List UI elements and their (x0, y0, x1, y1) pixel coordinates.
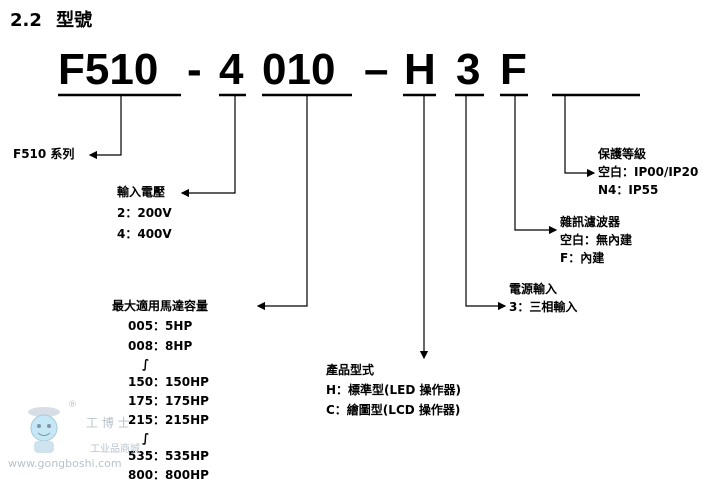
section-heading: 2.2 型號 (10, 6, 92, 32)
filter-item: F：內建 (560, 251, 605, 265)
protection-title: 保護等級 (598, 147, 647, 161)
voltage-item: 4：400V (117, 227, 172, 241)
motor-item: 005：5HP (128, 319, 193, 333)
power-title: 電源輸入 (509, 282, 558, 296)
section-title: 型號 (56, 10, 93, 31)
motor-ellipsis: ∫ (142, 431, 150, 445)
filter-title: 雜訊濾波器 (560, 215, 621, 229)
model-seg-power: 3 (456, 45, 481, 94)
annotation-filter: 雜訊濾波器 空白：無內建 F：內建 (560, 214, 632, 267)
motor-item: 535：535HP (128, 449, 209, 463)
watermark-url: www.gongboshi.com (8, 457, 122, 470)
motor-item: 150：150HP (128, 375, 209, 389)
annotation-motor: 最大適用馬達容量 005：5HP 008：8HP ∫ 150：150HP 175… (112, 298, 209, 484)
model-seg-series: F510 (58, 45, 159, 94)
connector-filter (514, 96, 558, 235)
protection-item: 空白：IP00/IP20 (598, 165, 699, 179)
product-title: 產品型式 (326, 363, 375, 377)
mascot-icon (28, 407, 60, 453)
protection-item: N4：IP55 (598, 183, 659, 197)
watermark-subtitle: 工业品商城 (90, 444, 140, 455)
motor-title: 最大適用馬達容量 (112, 299, 209, 313)
connector-voltage (180, 96, 236, 198)
watermark: ® 工 博 士 工业品商城 www.gongboshi.com (8, 400, 158, 480)
power-item: 3：三相輸入 (509, 300, 578, 314)
annotation-protection: 保護等級 空白：IP00/IP20 N4：IP55 (598, 146, 698, 199)
model-seg-filter: F (500, 45, 527, 94)
section-number: 2.2 (10, 10, 42, 31)
watermark-brand: 工 博 士 (86, 416, 130, 430)
model-seg-dash-2: – (364, 45, 389, 94)
motor-item: 008：8HP (128, 339, 193, 353)
motor-item: 800：800HP (128, 468, 209, 482)
motor-item: 215：215HP (128, 413, 209, 427)
filter-item: 空白：無內建 (560, 233, 633, 247)
voltage-item: 2：200V (117, 206, 172, 220)
connector-motor (256, 96, 308, 311)
watermark-registered-mark: ® (68, 400, 77, 410)
connector-power (465, 96, 507, 311)
motor-item: 175：175HP (128, 394, 209, 408)
voltage-title: 輸入電壓 (117, 185, 166, 199)
model-seg-capacity: 010 (262, 45, 336, 94)
product-item: C：繪圖型(LCD 操作器) (326, 403, 461, 417)
product-item: H：標準型(LED 操作器) (326, 383, 461, 397)
model-seg-product: H (404, 45, 436, 94)
annotation-voltage: 輸入電壓 2：200V 4：400V (117, 184, 172, 243)
annotation-product: 產品型式 H：標準型(LED 操作器) C：繪圖型(LCD 操作器) (326, 362, 461, 419)
connector-series (88, 96, 122, 160)
model-seg-voltage: 4 (219, 45, 244, 94)
model-seg-dash-1: - (187, 45, 202, 94)
connector-protection (564, 96, 596, 178)
annotation-series: F510 系列 (13, 147, 75, 161)
motor-ellipsis: ∫ (142, 357, 150, 371)
annotation-power: 電源輸入 3：三相輸入 (509, 281, 577, 316)
